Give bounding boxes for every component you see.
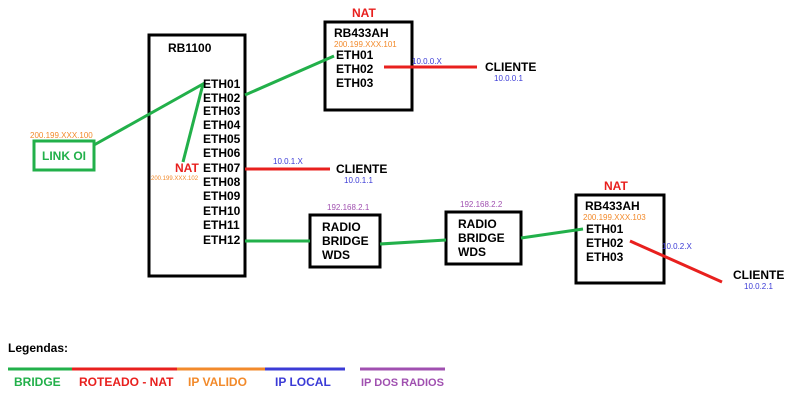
rb433-top-ip: 200.199.XXX.101 xyxy=(334,40,397,49)
radio1-to-radio2-line xyxy=(379,238,447,246)
rb433-top-title: RB433AH xyxy=(334,26,389,40)
rb1100-nat-label: NAT xyxy=(175,161,199,175)
cliente-mid-ip: 10.0.1.1 xyxy=(344,176,373,185)
radio1-line: BRIDGE xyxy=(322,234,369,248)
rb1100-port-list: ETH01 ETH02 ETH03 ETH04 ETH05 ETH06 ETH0… xyxy=(203,77,241,247)
rb1100-port: ETH11 xyxy=(203,218,240,232)
radio2-line: WDS xyxy=(458,245,486,259)
rb433-top-port: ETH02 xyxy=(336,62,374,76)
legend-nat-label: ROTEADO - NAT xyxy=(79,375,174,389)
rb1100-port: ETH02 xyxy=(203,91,241,105)
rb1100-port: ETH05 xyxy=(203,132,241,146)
rb1100-port: ETH03 xyxy=(203,104,241,118)
link-to-eth01-line xyxy=(93,80,206,163)
legend-bridge-label: BRIDGE xyxy=(14,375,61,389)
rb433-bottom-net: 10.0.2.X xyxy=(662,242,692,251)
rb1100-port: ETH04 xyxy=(203,118,241,132)
rb1100-title: RB1100 xyxy=(168,41,212,55)
rb1100-port: ETH08 xyxy=(203,175,241,189)
link-oi-ip: 200.199.XXX.100 xyxy=(30,131,93,140)
rb433-bottom-ip: 200.199.XXX.103 xyxy=(583,213,646,222)
radio2-line: BRIDGE xyxy=(458,231,505,245)
rb433-top-nat: NAT xyxy=(352,6,376,20)
cliente-mid-label: CLIENTE xyxy=(336,162,387,176)
radio1-ip: 192.168.2.1 xyxy=(327,203,370,212)
legend-ipradios-label: IP DOS RADIOS xyxy=(361,377,444,389)
link-oi-label: LINK OI xyxy=(42,149,86,163)
rb433-top-port: ETH01 xyxy=(336,48,374,62)
rb433-bottom-port: ETH03 xyxy=(586,250,624,264)
rb433-top-net: 10.0.0.X xyxy=(412,57,442,66)
legend-ipvalido-label: IP VALIDO xyxy=(188,375,247,389)
legend-title: Legendas: xyxy=(8,341,68,355)
rb1100-nat-ip: 200.199.XXX.102 xyxy=(151,176,199,182)
cliente-bottom-ip: 10.0.2.1 xyxy=(744,282,773,291)
radio1-line: WDS xyxy=(322,248,350,262)
eth07-net: 10.0.1.X xyxy=(273,157,303,166)
rb1100-port: ETH01 xyxy=(203,77,241,91)
rb433-bottom-title: RB433AH xyxy=(585,199,640,213)
rb1100-port: ETH10 xyxy=(203,204,241,218)
link-oi-box xyxy=(32,139,96,172)
radio1-line: RADIO xyxy=(322,220,361,234)
cliente-top-ip: 10.0.0.1 xyxy=(494,74,523,83)
rb1100-port: ETH09 xyxy=(203,189,241,203)
rb1100-port: ETH07 xyxy=(203,161,241,175)
radio2-ip: 192.168.2.2 xyxy=(460,200,503,209)
radio2-to-rb433-bottom-line xyxy=(520,227,584,240)
rb433-bottom-port: ETH01 xyxy=(586,222,624,236)
eth02-to-rb433-top-line xyxy=(244,54,335,97)
rb433-bottom-to-cliente-line xyxy=(629,239,723,284)
rb1100-box xyxy=(147,33,247,278)
rb433-bottom-nat: NAT xyxy=(604,179,628,193)
rb433-bottom-port: ETH02 xyxy=(586,236,624,250)
rb1100-port: ETH06 xyxy=(203,146,241,160)
radio2-line: RADIO xyxy=(458,217,497,231)
cliente-top-label: CLIENTE xyxy=(485,60,536,74)
radio1-box xyxy=(308,213,382,269)
rb433-bottom-box xyxy=(574,193,666,285)
rb433-top-port: ETH03 xyxy=(336,76,374,90)
legend-iplocal-label: IP LOCAL xyxy=(275,375,331,389)
rb1100-port: ETH12 xyxy=(203,233,241,247)
cliente-bottom-label: CLIENTE xyxy=(733,268,784,282)
